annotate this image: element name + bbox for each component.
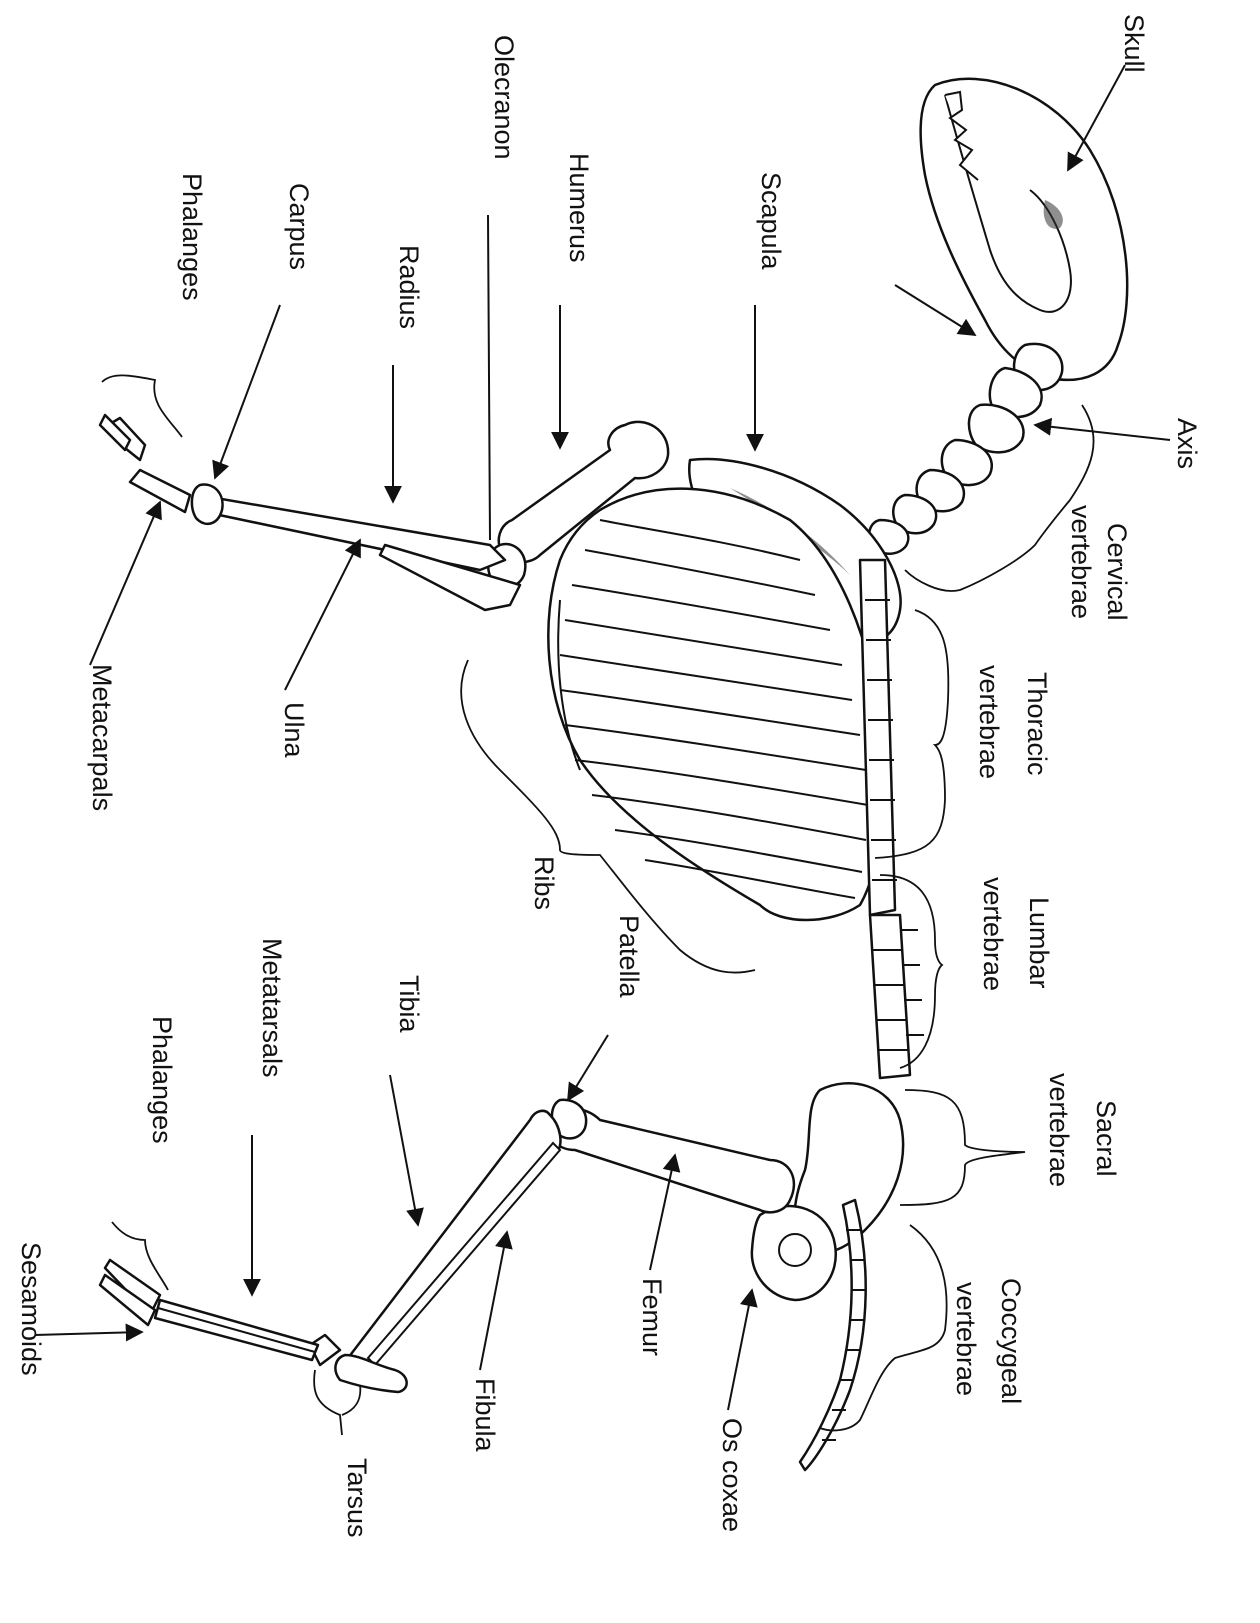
sacral-brace xyxy=(900,1090,1025,1205)
label-scapula: Scapula xyxy=(756,172,786,271)
label-cervical-2: vertebrae xyxy=(1066,505,1096,619)
label-ulna: Ulna xyxy=(279,702,309,759)
label-coccygeal-2: vertebrae xyxy=(951,1282,981,1396)
label-coccygeal-1: Coccygeal xyxy=(996,1278,1026,1404)
label-carpus: Carpus xyxy=(284,183,314,270)
label-axis: Axis xyxy=(1172,418,1202,469)
atlas-leader xyxy=(895,285,975,335)
label-fibula: Fibula xyxy=(470,1378,500,1453)
skull-bone xyxy=(921,79,1128,390)
label-cervical-1: Cervical xyxy=(1102,523,1132,621)
label-humerus: Humerus xyxy=(564,153,594,263)
label-thoracic-2: vertebrae xyxy=(974,665,1004,779)
spine-bones xyxy=(860,560,924,1078)
label-metatarsals: Metatarsals xyxy=(257,938,287,1078)
hindleg-bones xyxy=(100,1100,794,1392)
label-thoracic-1: Thoracic xyxy=(1022,672,1052,776)
label-lumbar-2: vertebrae xyxy=(978,877,1008,991)
sesamoids-leader xyxy=(35,1332,142,1335)
label-ribs: Ribs xyxy=(529,856,559,910)
label-skull: Skull xyxy=(1119,14,1149,73)
label-sacral-1: Sacral xyxy=(1091,1100,1121,1177)
olecranon-leader xyxy=(488,215,490,540)
label-patella: Patella xyxy=(614,915,644,999)
label-tarsus: Tarsus xyxy=(342,1458,372,1538)
fibula-leader xyxy=(480,1232,507,1370)
metacarpals-leader xyxy=(90,502,160,665)
os-coxae-leader xyxy=(728,1290,752,1410)
label-lumbar-1: Lumbar xyxy=(1024,897,1054,989)
ulna-leader xyxy=(285,540,360,690)
carpus-leader xyxy=(215,305,280,478)
label-sacral-2: vertebrae xyxy=(1044,1073,1074,1187)
label-phalanges-hind: Phalanges xyxy=(147,1016,177,1144)
label-sesamoids: Sesamoids xyxy=(16,1242,46,1376)
label-tibia: Tibia xyxy=(394,975,424,1034)
label-femur: Femur xyxy=(637,1278,667,1356)
skull-leader xyxy=(1068,65,1125,170)
label-os-coxae: Os coxae xyxy=(717,1418,747,1532)
label-olecranon: Olecranon xyxy=(489,35,519,160)
label-phalanges-front: Phalanges xyxy=(177,173,207,301)
cervical-vertebrae-bones xyxy=(869,368,1042,554)
axis-leader xyxy=(1035,425,1170,440)
label-radius: Radius xyxy=(394,245,424,329)
label-metacarpals: Metacarpals xyxy=(87,664,117,811)
patella-leader xyxy=(568,1035,608,1100)
tibia-leader xyxy=(390,1075,418,1225)
